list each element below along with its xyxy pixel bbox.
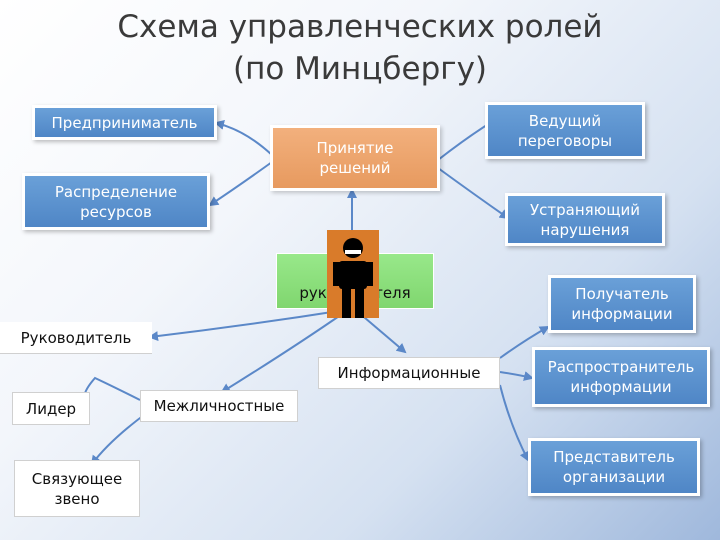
box-resource-allocator: Распределение ресурсов (22, 173, 210, 230)
box-interpersonal: Межличностные (140, 390, 298, 422)
arrow-to-representative (499, 384, 529, 462)
box-info-receiver: Получатель информации (548, 275, 696, 333)
label-decisions: Принятие решений (316, 139, 394, 177)
box-decisions: Принятие решений (270, 125, 440, 191)
arrow-to-entrepreneur (214, 120, 273, 156)
box-negotiator: Ведущий переговоры (485, 102, 645, 159)
label-resource-allocator: Распределение ресурсов (54, 182, 178, 221)
label-liaison: Связующее звено (31, 469, 123, 508)
box-disturbance-handler: Устраняющий нарушения (505, 193, 665, 246)
label-disseminator: Распространитель информации (547, 358, 695, 396)
label-informational: Информационные (337, 364, 481, 382)
label-entrepreneur: Предприниматель (51, 113, 198, 132)
box-representative: Представитель организации (528, 438, 700, 496)
box-entrepreneur: Предприниматель (32, 105, 217, 140)
label-disturbance-handler: Устраняющий нарушения (530, 200, 640, 239)
arrow-to-interpersonal (220, 311, 346, 394)
person-icon (327, 230, 379, 318)
title-line-1: Схема управленческих ролей (117, 9, 603, 45)
box-liaison: Связующее звено (14, 460, 140, 517)
box-informational: Информационные (318, 357, 500, 389)
page-title: Схема управленческих ролей (по Минцбергу… (0, 6, 720, 90)
label-interpersonal: Межличностные (153, 397, 285, 415)
label-representative: Представитель организации (553, 448, 675, 486)
box-manager: Руководитель (0, 322, 152, 354)
arrow-to-info-receiver (499, 326, 550, 359)
arrow-to-leader (77, 376, 141, 404)
label-leader: Лидер (25, 399, 77, 418)
label-info-receiver: Получатель информации (571, 285, 673, 323)
arrow-to-resource-allocator (208, 161, 273, 207)
label-negotiator: Ведущий переговоры (517, 111, 613, 150)
label-manager: Руководитель (20, 328, 132, 347)
title-line-2: (по Минцбергу) (232, 51, 488, 87)
box-leader: Лидер (12, 392, 90, 425)
box-disseminator: Распространитель информации (532, 347, 710, 407)
arrow-to-disturbance-handler (437, 167, 510, 220)
arrow-to-disseminator (499, 371, 534, 381)
arrow-to-manager (148, 309, 346, 342)
